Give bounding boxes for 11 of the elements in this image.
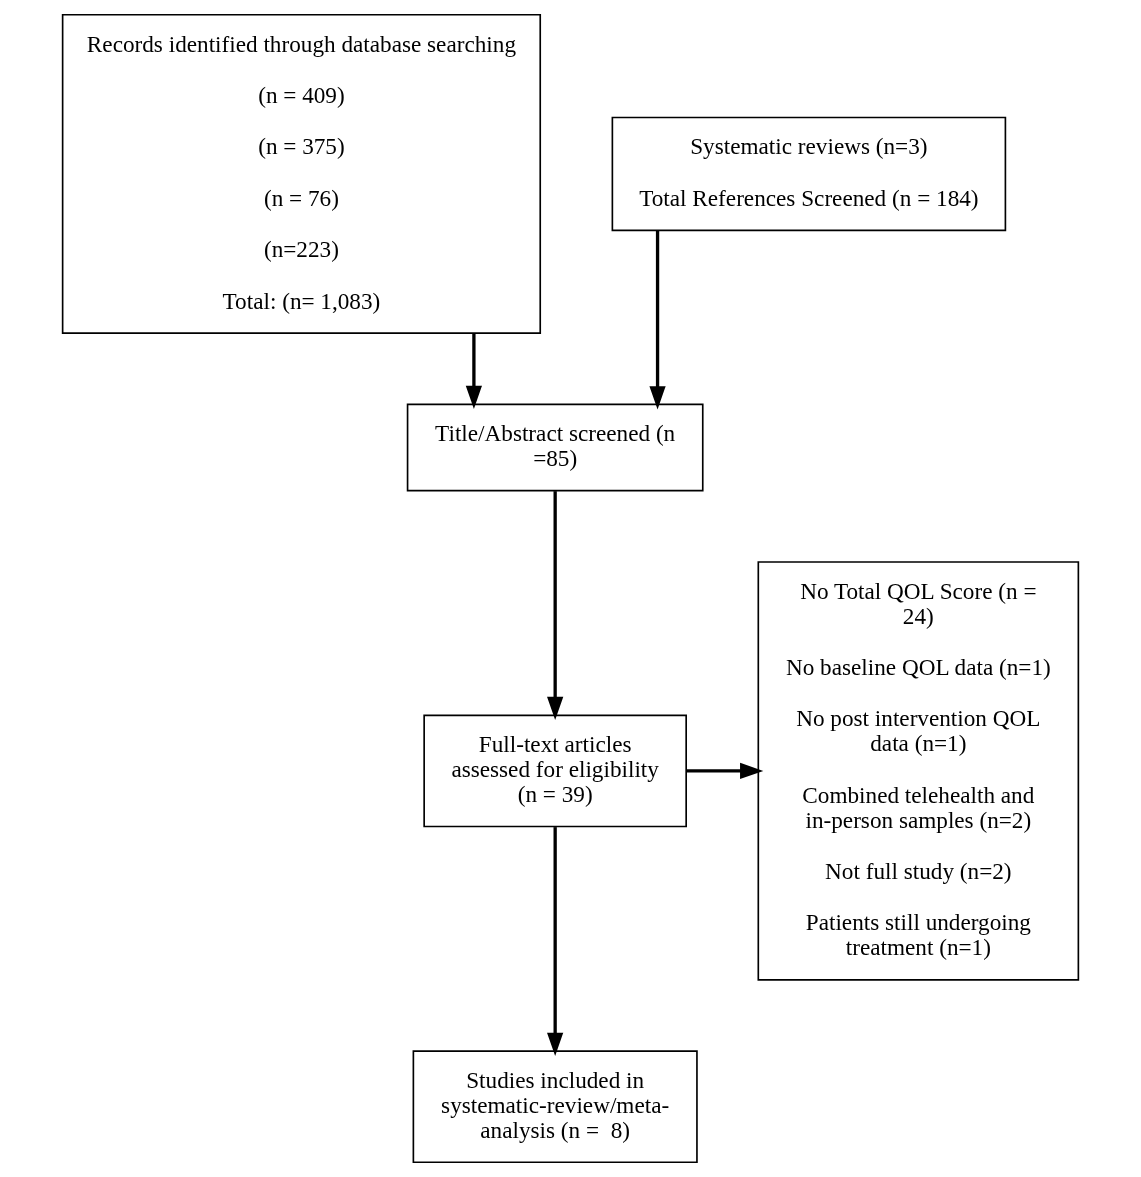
arrow — [547, 827, 564, 1056]
node-box: No Total QOL Score (n = 24) No baseline QOL data (n=1) No post intervention QOL data (n=1) Combined telehealth and in-person samples (n=2) Not full study (n=2) Patients still undergoing treatment (n=1) — [757, 561, 1080, 981]
node-box: Records identified through database searching (n = 409) (n = 375) (n = 76) (n=223) Total: (n= 1,083) — [61, 13, 542, 334]
arrow — [465, 333, 483, 409]
node-box: Systematic reviews (n=3) Total References Screened (n = 184) — [611, 116, 1007, 232]
node-box: Title/Abstract screened (n =85) — [406, 403, 704, 492]
arrow — [686, 762, 764, 780]
arrow — [649, 230, 666, 410]
node-box: Full-text articles assessed for eligibility (n = 39) — [423, 714, 687, 828]
arrow — [547, 491, 564, 721]
node-box: Studies included in systematic-review/meta-analysis (n = 8) — [412, 1050, 698, 1164]
